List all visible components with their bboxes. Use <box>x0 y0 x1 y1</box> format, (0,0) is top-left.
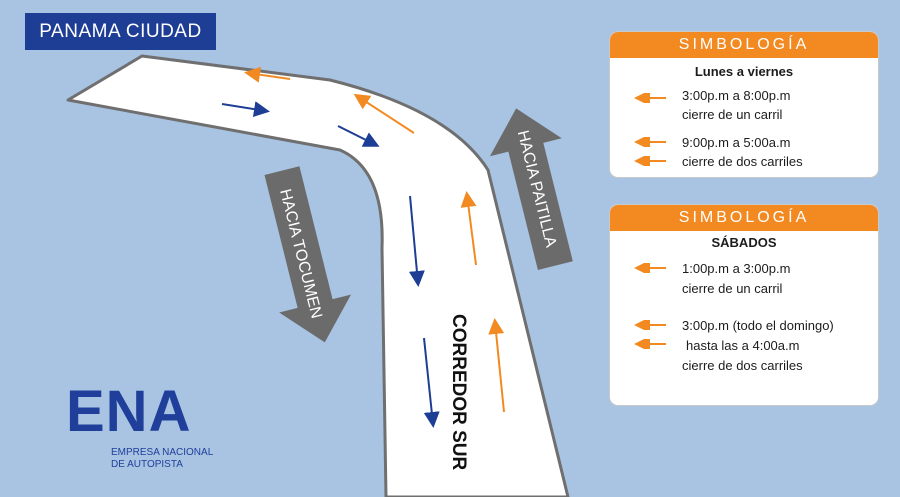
city-label: PANAMA CIUDAD <box>25 13 216 50</box>
tocumen-direction-arrow <box>264 166 351 343</box>
legend-saturday: SIMBOLOGÍA SÁBADOS 1:00p.m a 3:00p.m cie… <box>610 205 878 405</box>
lane-arrow-orange <box>460 191 477 266</box>
legend-entry-line: hasta las a 4:00a.m <box>686 338 800 353</box>
legend-entry-line: 3:00p.m (todo el domingo) <box>682 318 834 333</box>
lane-arrow-orange <box>353 93 415 134</box>
legend-entry-line: cierre de dos carriles <box>682 358 803 373</box>
corredor-sur-label: CORREDOR SUR <box>448 314 469 471</box>
legend-subtitle: SÁBADOS <box>711 235 777 250</box>
legend-entry-line: 1:00p.m a 3:00p.m <box>682 261 791 276</box>
legend-header: SIMBOLOGÍA <box>610 205 878 231</box>
orange-arrow-icon <box>634 93 666 103</box>
corredor-sur-road <box>66 54 570 497</box>
orange-arrow-icon <box>634 137 666 147</box>
orange-arrow-icon <box>634 263 666 273</box>
lane-arrow-orange <box>488 318 505 413</box>
lane-arrow-orange <box>244 66 291 83</box>
paitilla-direction-arrow <box>489 108 573 270</box>
legend-header: SIMBOLOGÍA <box>610 32 878 58</box>
legend-entry-line: 9:00p.m a 5:00a.m <box>682 135 791 150</box>
legend-entry-line: cierre de un carril <box>682 281 783 296</box>
logo-subtitle-line: DE AUTOPISTA <box>111 459 183 470</box>
logo-mark: ENA <box>66 379 192 444</box>
lane-arrow-blue <box>423 337 440 428</box>
legend-entry-line: 3:00p.m a 8:00p.m <box>682 88 791 103</box>
legend-subtitle: Lunes a viernes <box>694 64 794 79</box>
legend-weekday: SIMBOLOGÍA Lunes a viernes 3:00p.m a 8:0… <box>610 32 878 177</box>
legend-entry-line: cierre de dos carriles <box>682 154 803 169</box>
lane-arrow-blue <box>408 195 425 287</box>
orange-arrow-icon <box>634 320 666 330</box>
legend-entry-line: cierre de un carril <box>682 107 783 122</box>
logo-subtitle-line: EMPRESA NACIONAL <box>111 447 214 458</box>
lane-arrow-blue <box>221 101 270 118</box>
orange-arrow-icon <box>634 339 666 349</box>
logo-subtitle: EMPRESA NACIONAL DE AUTOPISTA <box>111 447 241 471</box>
orange-arrow-icon <box>634 156 666 166</box>
lane-arrow-blue <box>337 125 380 147</box>
ena-logo: ENA EMPRESA NACIONAL DE AUTOPISTA <box>66 379 213 471</box>
